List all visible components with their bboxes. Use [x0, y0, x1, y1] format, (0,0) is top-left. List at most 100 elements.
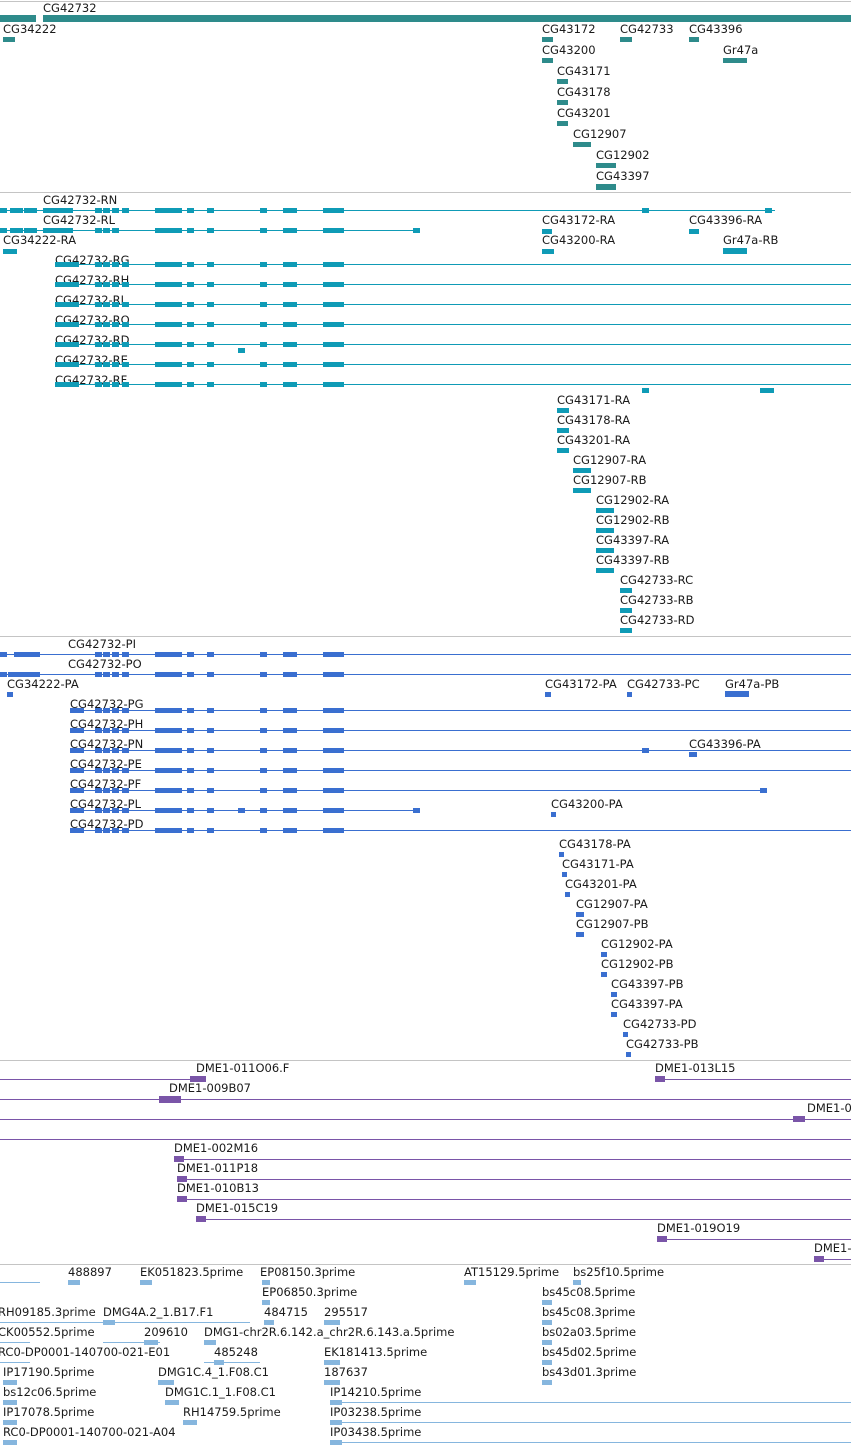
- exon-block[interactable]: [70, 828, 77, 833]
- exon-block[interactable]: [122, 302, 129, 307]
- exon-block[interactable]: [112, 788, 119, 793]
- exon-block[interactable]: [95, 208, 102, 213]
- exon-block[interactable]: [330, 208, 337, 213]
- exon-block[interactable]: [160, 652, 167, 657]
- gene-bar[interactable]: [557, 121, 568, 126]
- exon-block[interactable]: [337, 768, 344, 773]
- exon-block[interactable]: [170, 262, 177, 267]
- exon-block[interactable]: [170, 728, 177, 733]
- exon-block[interactable]: [160, 302, 167, 307]
- gene-bar[interactable]: [689, 37, 699, 42]
- exon-block[interactable]: [14, 672, 21, 677]
- feature-block[interactable]: [620, 628, 632, 633]
- exon-block[interactable]: [170, 768, 177, 773]
- exon-block[interactable]: [155, 808, 162, 813]
- exon-block[interactable]: [43, 208, 73, 213]
- feature-block[interactable]: [190, 1076, 206, 1082]
- exon-block[interactable]: [160, 208, 167, 213]
- feature-block[interactable]: [330, 1420, 342, 1425]
- exon-block[interactable]: [103, 322, 110, 327]
- feature-line[interactable]: [0, 1342, 30, 1343]
- exon-block[interactable]: [155, 788, 162, 793]
- exon-block[interactable]: [207, 342, 214, 347]
- exon-block[interactable]: [175, 282, 182, 287]
- exon-block[interactable]: [95, 808, 102, 813]
- exon-block[interactable]: [260, 282, 267, 287]
- feature-line[interactable]: [177, 1199, 851, 1200]
- exon-block[interactable]: [112, 262, 119, 267]
- exon-block[interactable]: [187, 282, 194, 287]
- feature-line[interactable]: [177, 1179, 851, 1180]
- gene-bar[interactable]: [542, 58, 553, 63]
- exon-block[interactable]: [112, 208, 119, 213]
- feature-block[interactable]: [657, 1236, 667, 1242]
- feature-block[interactable]: [557, 448, 569, 453]
- exon-block[interactable]: [70, 748, 77, 753]
- exon-block[interactable]: [95, 382, 102, 387]
- exon-block[interactable]: [290, 302, 297, 307]
- exon-block[interactable]: [330, 652, 337, 657]
- exon-block[interactable]: [95, 672, 102, 677]
- exon-block[interactable]: [160, 322, 167, 327]
- feature-block[interactable]: [7, 692, 13, 697]
- feature-block[interactable]: [557, 408, 569, 413]
- exon-block[interactable]: [112, 322, 119, 327]
- exon-block[interactable]: [283, 282, 290, 287]
- exon-block[interactable]: [642, 388, 649, 393]
- exon-block[interactable]: [112, 708, 119, 713]
- feature-block[interactable]: [725, 691, 749, 697]
- exon-block[interactable]: [290, 788, 297, 793]
- exon-block[interactable]: [260, 768, 267, 773]
- exon-block[interactable]: [95, 748, 102, 753]
- exon-block[interactable]: [330, 808, 337, 813]
- exon-block[interactable]: [20, 652, 27, 657]
- exon-block[interactable]: [175, 228, 182, 233]
- feature-line[interactable]: [55, 364, 851, 365]
- feature-line[interactable]: [330, 1402, 851, 1403]
- exon-block[interactable]: [112, 652, 119, 657]
- exon-block[interactable]: [175, 788, 182, 793]
- exon-block[interactable]: [207, 788, 214, 793]
- exon-block[interactable]: [70, 708, 77, 713]
- exon-block[interactable]: [16, 228, 23, 233]
- exon-block[interactable]: [155, 672, 162, 677]
- feature-line[interactable]: [70, 770, 851, 771]
- feature-block[interactable]: [68, 1280, 80, 1285]
- exon-block[interactable]: [260, 728, 267, 733]
- feature-line[interactable]: [0, 1322, 250, 1323]
- exon-block[interactable]: [170, 228, 177, 233]
- exon-block[interactable]: [187, 728, 194, 733]
- exon-block[interactable]: [70, 728, 77, 733]
- feature-block[interactable]: [623, 1032, 628, 1037]
- exon-block[interactable]: [160, 262, 167, 267]
- exon-block[interactable]: [95, 828, 102, 833]
- exon-block[interactable]: [260, 788, 267, 793]
- feature-block[interactable]: [3, 1420, 17, 1425]
- feature-line[interactable]: [55, 324, 851, 325]
- exon-block[interactable]: [77, 748, 84, 753]
- exon-block[interactable]: [337, 788, 344, 793]
- exon-block[interactable]: [155, 208, 162, 213]
- exon-block[interactable]: [283, 302, 290, 307]
- exon-block[interactable]: [170, 652, 177, 657]
- exon-block[interactable]: [207, 208, 214, 213]
- exon-block[interactable]: [187, 362, 194, 367]
- exon-block[interactable]: [95, 362, 102, 367]
- exon-block[interactable]: [642, 748, 649, 753]
- exon-block[interactable]: [207, 728, 214, 733]
- exon-block[interactable]: [160, 788, 167, 793]
- exon-block[interactable]: [122, 382, 129, 387]
- exon-block[interactable]: [330, 322, 337, 327]
- feature-block[interactable]: [545, 692, 551, 697]
- feature-block[interactable]: [3, 1380, 17, 1385]
- exon-block[interactable]: [323, 788, 330, 793]
- exon-block[interactable]: [165, 828, 172, 833]
- feature-block[interactable]: [542, 229, 552, 234]
- exon-block[interactable]: [323, 228, 330, 233]
- exon-block[interactable]: [165, 728, 172, 733]
- feature-block[interactable]: [103, 1320, 115, 1325]
- feature-line[interactable]: [196, 1219, 851, 1220]
- exon-block[interactable]: [330, 282, 337, 287]
- exon-block[interactable]: [283, 672, 290, 677]
- exon-block[interactable]: [55, 302, 79, 307]
